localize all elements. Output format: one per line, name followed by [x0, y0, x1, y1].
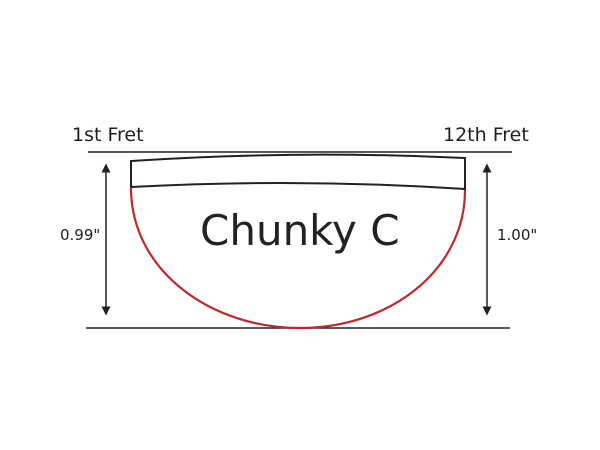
left-thickness-label: 0.99" [60, 226, 101, 244]
twelfth-fret-label: 12th Fret [443, 124, 529, 146]
first-fret-label: 1st Fret [72, 124, 144, 146]
profile-curve [129, 187, 467, 330]
fingerboard-shape [130, 153, 466, 191]
right-thickness-label: 1.00" [497, 226, 538, 244]
profile-name-label: Chunky C [200, 206, 400, 255]
